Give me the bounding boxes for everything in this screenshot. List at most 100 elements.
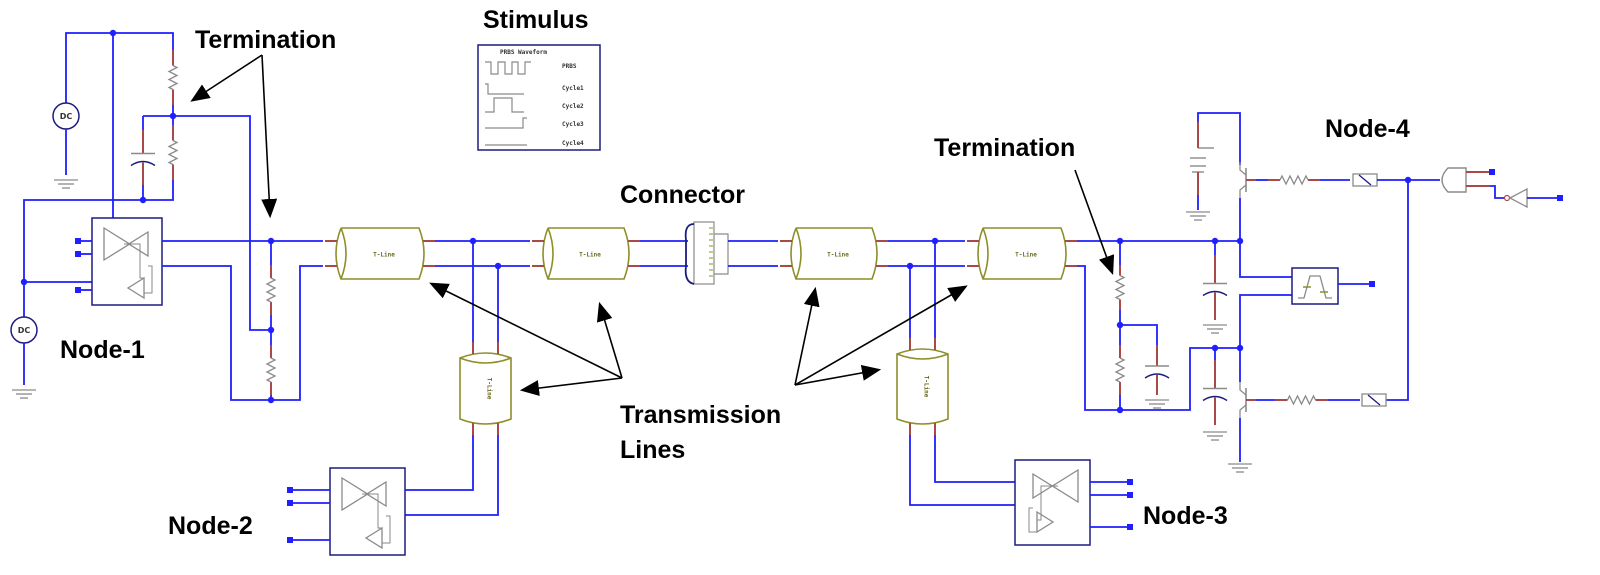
- wire: [1490, 185, 1505, 199]
- dc-source[interactable]: DC: [10, 316, 38, 344]
- io-buffer-block[interactable]: [91, 217, 163, 306]
- junction-dot: [139, 196, 147, 204]
- capacitor[interactable]: [130, 130, 156, 185]
- resistor[interactable]: [265, 345, 277, 395]
- and-gate[interactable]: [1441, 167, 1490, 193]
- buffer-triangle: [1032, 472, 1054, 500]
- io-buffer-box: [91, 217, 163, 306]
- tline-body: [542, 227, 630, 280]
- transistor[interactable]: [1239, 382, 1256, 418]
- tline-end: [795, 227, 802, 280]
- tline-label: T-Line: [1015, 252, 1037, 259]
- tline-label: T-Line: [923, 376, 930, 398]
- tline-end: [982, 227, 989, 280]
- transmission-line[interactable]: T-Line: [532, 227, 640, 280]
- stimulus-output-label: Cycle2: [562, 103, 584, 110]
- buffer-triangle: [1036, 510, 1055, 534]
- transistor[interactable]: [1239, 162, 1256, 198]
- transmission-line[interactable]: T-Line: [325, 227, 435, 280]
- node3-label: Node-3: [1143, 502, 1228, 530]
- ground-icon: [54, 179, 78, 189]
- buffer-triangle: [103, 226, 131, 262]
- wire: [23, 180, 174, 317]
- resistor[interactable]: [1114, 345, 1126, 395]
- wire: [143, 115, 271, 331]
- resistor-zigzag: [1114, 274, 1126, 301]
- wire: [1077, 265, 1240, 411]
- tline-end: [459, 357, 512, 364]
- resistor[interactable]: [167, 50, 179, 105]
- tline-label: T-Line: [486, 378, 493, 400]
- tline-label: T-Line: [579, 252, 601, 259]
- resistor[interactable]: [1268, 174, 1320, 186]
- connector-label: Connector: [620, 181, 745, 209]
- junction-dot: [1116, 406, 1124, 414]
- dc-label: DC: [60, 112, 73, 121]
- switch-slash: [1358, 174, 1372, 186]
- buffer-triangle: [364, 526, 383, 550]
- capacitor-plate: [1202, 290, 1228, 297]
- tline-end: [896, 353, 949, 360]
- io-buffer-block[interactable]: [1014, 459, 1091, 546]
- capacitor[interactable]: [1202, 255, 1228, 320]
- ground-icon: [1228, 463, 1252, 473]
- wire: [1239, 241, 1292, 278]
- buffer-triangle: [1051, 468, 1079, 504]
- buffer-wire: [144, 265, 153, 294]
- switch-element[interactable]: [1352, 173, 1378, 187]
- port-terminal[interactable]: [1557, 195, 1563, 201]
- buffer-wire: [362, 493, 382, 529]
- io-buffer-block[interactable]: [329, 467, 406, 556]
- and-gate-body: [1441, 167, 1467, 193]
- buffer-wire: [1028, 507, 1037, 533]
- node1-label: Node-1: [60, 336, 145, 364]
- tline-label: T-Line: [827, 252, 849, 259]
- termination-arrow-2: [261, 54, 278, 219]
- wire: [162, 265, 323, 401]
- resistor-zigzag: [167, 139, 179, 166]
- switch-element[interactable]: [1361, 393, 1387, 407]
- filter-block[interactable]: [1291, 267, 1339, 305]
- node2-label: Node-2: [168, 512, 253, 540]
- stimulus-waveforms: [485, 61, 531, 146]
- resistor[interactable]: [1114, 265, 1126, 310]
- stimulus-block[interactable]: PRBS Waveform PRBS Cycle1 Cycle2 Cycle3 …: [477, 44, 601, 151]
- wire: [1239, 294, 1292, 348]
- tline-arrow-1: [429, 282, 623, 379]
- tline-arrow-2: [596, 301, 623, 379]
- inverter[interactable]: [1503, 187, 1528, 209]
- termination-arrow-3: [1074, 169, 1115, 276]
- stimulus-output-label: Cycle4: [562, 140, 584, 147]
- tline-body: [335, 227, 425, 280]
- termination-label-right: Termination: [934, 134, 1075, 162]
- resistor[interactable]: [1275, 394, 1328, 406]
- buffer-triangle: [127, 230, 149, 258]
- wire: [65, 32, 174, 103]
- io-buffer-box: [329, 467, 406, 556]
- tline-arrow-5: [794, 285, 968, 386]
- transmission-line[interactable]: T-Line: [459, 342, 512, 435]
- io-buffer-box: [1014, 459, 1091, 546]
- capacitor[interactable]: [1202, 360, 1228, 425]
- transmission-line[interactable]: T-Line: [780, 227, 888, 280]
- resistor[interactable]: [265, 265, 277, 315]
- buffer-triangle: [126, 276, 145, 300]
- transistor-leads: [1239, 382, 1247, 418]
- ground-icon: [12, 389, 36, 399]
- junction-dot: [267, 326, 275, 334]
- termination-label-left: Termination: [195, 26, 336, 54]
- capacitor[interactable]: [1144, 345, 1170, 395]
- port-terminal[interactable]: [1369, 281, 1375, 287]
- stimulus-header: PRBS Waveform: [500, 49, 547, 56]
- transmission-line[interactable]: T-Line: [967, 227, 1077, 280]
- junction-dot: [267, 396, 275, 404]
- resistor-zigzag: [265, 277, 277, 303]
- dc-source[interactable]: DC: [52, 102, 80, 130]
- battery[interactable]: [1190, 122, 1214, 195]
- transmission-line[interactable]: T-Line: [896, 338, 949, 435]
- stimulus-label: Stimulus: [483, 6, 589, 34]
- connector[interactable]: [684, 221, 729, 285]
- capacitor-plate: [130, 160, 156, 167]
- resistor[interactable]: [167, 125, 179, 180]
